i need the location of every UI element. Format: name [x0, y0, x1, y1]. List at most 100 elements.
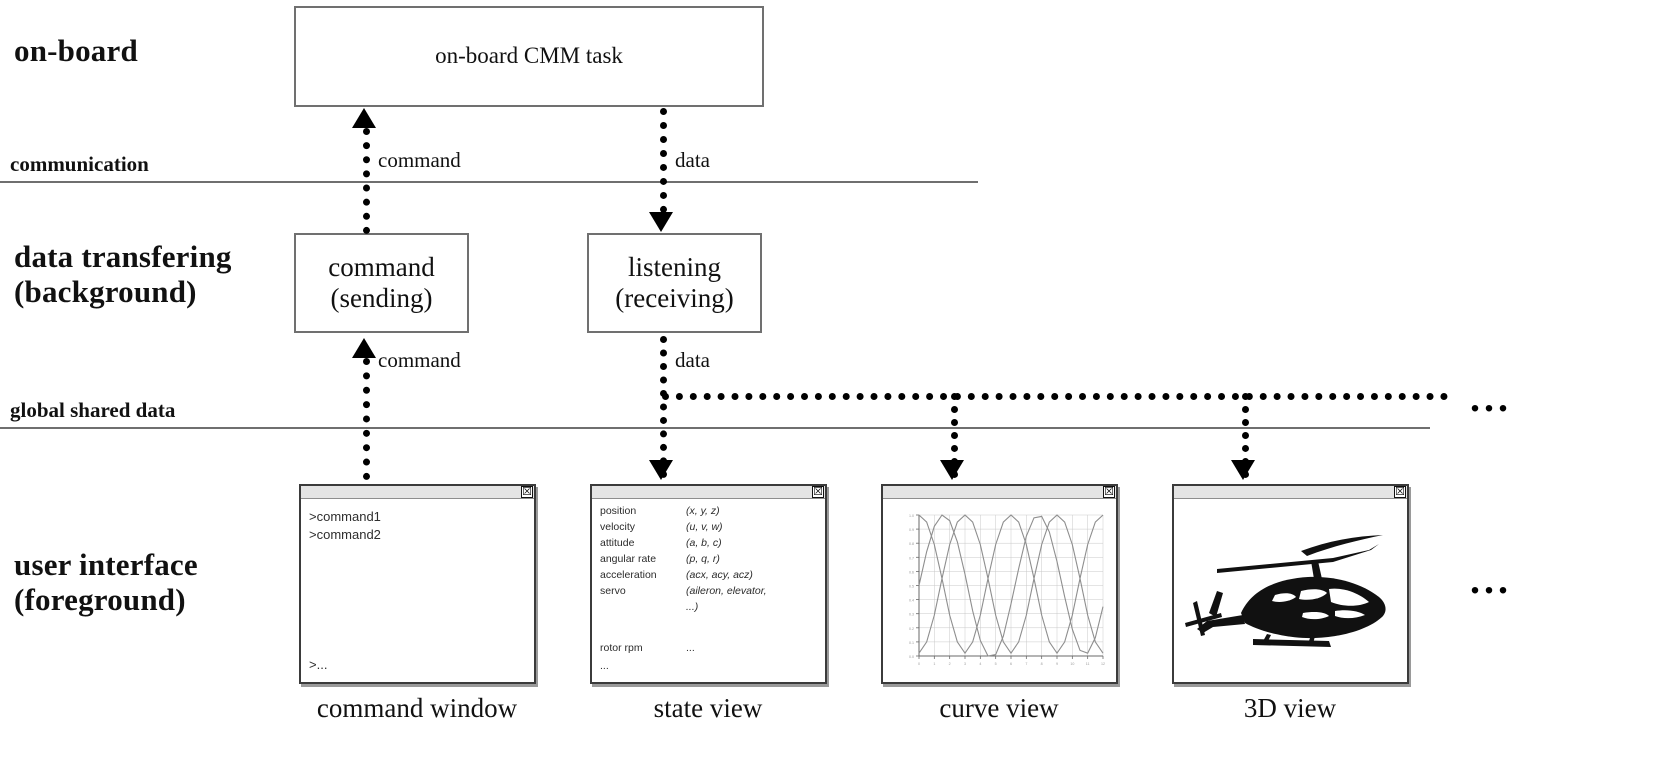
state-value: (aileron, elevator, — [686, 584, 767, 597]
rail-label-global-shared-data: global shared data — [10, 398, 176, 422]
caption-state-view: state view — [653, 693, 763, 723]
caption-curve-view: curve view — [939, 693, 1059, 723]
box-command-sending[interactable]: command (sending) — [294, 233, 469, 333]
state-value: (acx, acy, acz) — [686, 568, 753, 581]
window-body-3d-view — [1174, 499, 1407, 682]
svg-text:5: 5 — [995, 662, 997, 666]
list-item: >command2 — [309, 527, 381, 543]
svg-text:0.7: 0.7 — [909, 556, 914, 560]
titlebar-curve-view[interactable]: ☒ — [883, 486, 1116, 499]
svg-text:6: 6 — [1010, 662, 1012, 666]
svg-text:0.3: 0.3 — [909, 613, 914, 617]
command-output-log: >command1 >command2 — [309, 508, 381, 545]
window-state-view[interactable]: ☒ position (x, y, z) velocity (u, v, w) … — [590, 484, 827, 684]
window-body-command: >command1 >command2 >... — [301, 499, 534, 682]
state-name — [600, 600, 686, 616]
state-value: (p, q, r) — [686, 552, 720, 565]
svg-text:1: 1 — [933, 662, 935, 666]
svg-text:0.2: 0.2 — [909, 627, 914, 631]
table-row: velocity (u, v, w) — [600, 520, 767, 536]
close-icon[interactable]: ☒ — [1394, 486, 1406, 498]
connector-label-command-upper: command — [378, 148, 461, 172]
connector-command-lower — [363, 358, 370, 480]
window-body-state-view: position (x, y, z) velocity (u, v, w) at… — [592, 499, 825, 682]
titlebar-3d-view[interactable]: ☒ — [1174, 486, 1407, 499]
svg-text:11: 11 — [1086, 662, 1090, 666]
svg-text:0: 0 — [918, 662, 920, 666]
close-icon[interactable]: ☒ — [521, 486, 533, 498]
svg-text:12: 12 — [1101, 662, 1105, 666]
svg-text:2: 2 — [949, 662, 951, 666]
svg-text:0.9: 0.9 — [909, 528, 914, 532]
rail-label-communication: communication — [10, 152, 149, 176]
svg-text:0.4: 0.4 — [909, 599, 914, 603]
state-value: (u, v, w) — [686, 520, 723, 533]
svg-text:4: 4 — [979, 662, 981, 666]
state-name: attitude — [600, 536, 635, 549]
arrowhead-command-lower — [352, 338, 376, 358]
tier-label-on-board: on-board — [14, 33, 138, 68]
arrowhead-data-lower — [649, 460, 673, 480]
close-icon[interactable]: ☒ — [812, 486, 824, 498]
helicopter-silhouette-svg — [1185, 534, 1386, 647]
table-row: attitude (a, b, c) — [600, 536, 767, 552]
connector-data-lower — [660, 336, 667, 478]
rail-line-global-shared-data — [0, 427, 1430, 429]
connector-bus-to-curve-view — [951, 393, 958, 478]
svg-text:0.6: 0.6 — [909, 570, 914, 574]
table-row: servo (aileron, elevator, — [600, 584, 767, 600]
connector-bus-to-3d-view — [1242, 393, 1249, 478]
list-item: >command1 — [309, 509, 381, 524]
ellipsis-bus: ... — [1470, 375, 1512, 420]
state-name: position — [600, 505, 637, 517]
shared-data-bus-line — [662, 393, 1448, 400]
table-row: ...) — [600, 600, 767, 616]
connector-label-command-lower: command — [378, 348, 461, 372]
arrowhead-bus-to-3d-view — [1231, 460, 1255, 480]
svg-text:1.0: 1.0 — [909, 514, 914, 518]
tier-label-data-transfering: data transfering (background) — [14, 239, 232, 309]
helicopter-icon — [1174, 499, 1407, 682]
table-row: angular rate (p, q, r) — [600, 552, 767, 568]
svg-text:7: 7 — [1025, 662, 1027, 666]
rail-line-communication — [0, 181, 978, 183]
svg-text:9: 9 — [1056, 662, 1058, 666]
window-command[interactable]: ☒ >command1 >command2 >... — [299, 484, 536, 684]
caption-3d-view: 3D view — [1243, 693, 1337, 723]
svg-text:0.0: 0.0 — [909, 655, 914, 659]
ellipsis-windows: ... — [1470, 557, 1512, 602]
table-row: acceleration (acx, acy, acz) — [600, 568, 767, 584]
connector-label-data-lower: data — [675, 348, 710, 372]
state-more-indicator: ... — [600, 660, 609, 672]
state-value: ...) — [686, 600, 699, 613]
svg-text:0.1: 0.1 — [909, 641, 914, 645]
window-3d-view[interactable]: ☒ — [1172, 484, 1409, 684]
svg-text:0.5: 0.5 — [909, 585, 914, 589]
titlebar-command-window[interactable]: ☒ — [301, 486, 534, 499]
connector-command-upper — [363, 128, 370, 234]
box-on-board-cmm-task[interactable]: on-board CMM task — [294, 6, 764, 107]
state-name: angular rate — [600, 552, 657, 565]
box-listening-receiving[interactable]: listening (receiving) — [587, 233, 762, 333]
state-name: velocity — [600, 520, 636, 533]
close-icon[interactable]: ☒ — [1103, 486, 1115, 498]
state-value: (x, y, z) — [686, 505, 720, 517]
state-name: rotor rpm — [600, 642, 643, 654]
svg-text:8: 8 — [1041, 662, 1043, 666]
caption-command-window: command window — [316, 693, 518, 723]
svg-text:10: 10 — [1070, 662, 1074, 666]
arrowhead-command-upper — [352, 108, 376, 128]
connector-data-upper — [660, 108, 667, 213]
titlebar-state-view[interactable]: ☒ — [592, 486, 825, 499]
state-name: servo — [600, 584, 626, 597]
connector-label-data-upper: data — [675, 148, 710, 172]
command-prompt[interactable]: >... — [309, 657, 328, 672]
arrowhead-data-upper — [649, 212, 673, 232]
arrowhead-bus-to-curve-view — [940, 460, 964, 480]
state-row-rotor-rpm: rotor rpm... — [600, 642, 695, 654]
